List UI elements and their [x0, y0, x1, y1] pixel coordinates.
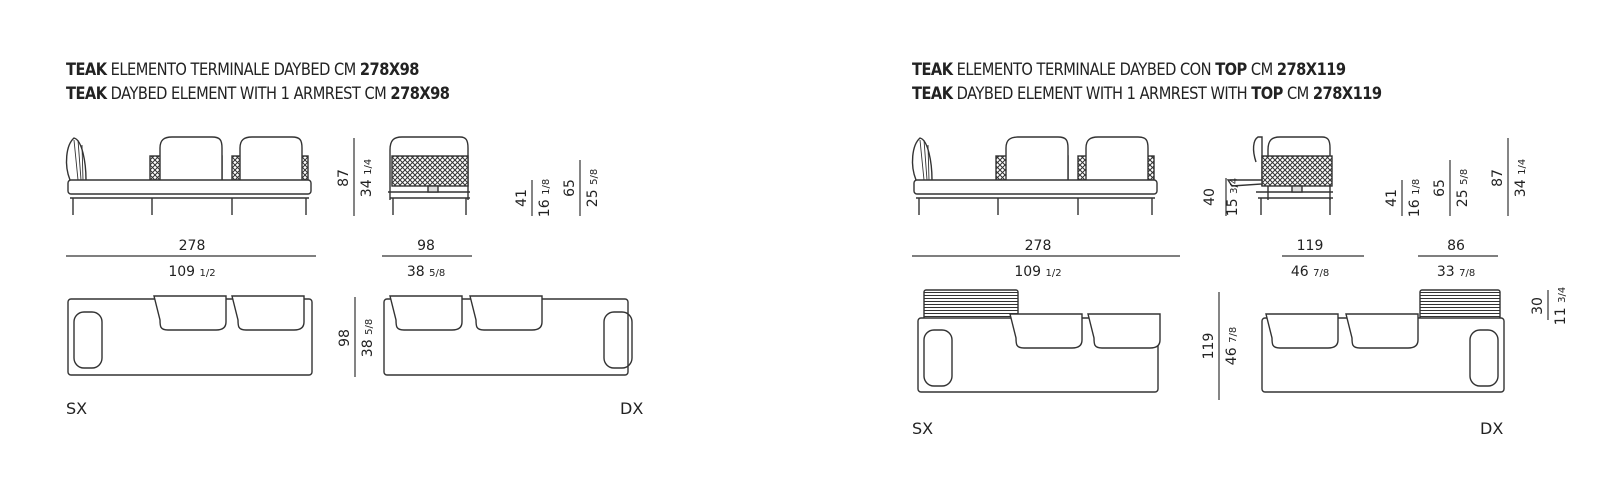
left-seat-height-in: 16 1/8	[537, 179, 553, 217]
right-plan-depth-in: 46 7/8	[1224, 327, 1240, 365]
right-arm-height-cm: 65	[1432, 179, 1448, 197]
right-seat-depth-in: 33 7/8	[1437, 264, 1475, 280]
right-sx-label: SX	[912, 419, 933, 438]
right-front-width-cm: 278	[1025, 238, 1052, 254]
right-front-elevation	[911, 136, 1158, 215]
right-seat-height-cm: 41	[1384, 189, 1400, 207]
right-side-elevation	[1226, 136, 1333, 215]
left-front-width-cm: 278	[179, 238, 206, 254]
left-side-depth-cm: 98	[417, 238, 435, 254]
left-side-elevation	[388, 136, 470, 215]
left-front-width-in: 109 1/2	[168, 264, 215, 280]
left-plan-dx	[383, 295, 633, 376]
right-plan-sx	[917, 289, 1161, 393]
left-front-elevation	[65, 136, 312, 215]
left-arm-height-in: 25 5/8	[585, 169, 601, 207]
right-total-height-in: 34 1/4	[1513, 159, 1529, 197]
right-title-english: TEAK DAYBED ELEMENT WITH 1 ARMREST WITH …	[912, 84, 1382, 104]
right-front-top-height-cm: 40	[1202, 188, 1218, 206]
right-seat-depth-cm: 86	[1447, 238, 1465, 254]
left-title-italian: TEAK ELEMENTO TERMINALE DAYBED CM 278X98	[66, 60, 419, 80]
left-seat-height-cm: 41	[514, 189, 530, 207]
right-side-depth-in: 46 7/8	[1291, 264, 1329, 280]
left-side-depth-in: 38 5/8	[407, 264, 445, 280]
right-plan-depth-cm: 119	[1201, 333, 1217, 360]
left-sx-label: SX	[66, 399, 87, 418]
left-front-height-cm: 87	[336, 169, 352, 187]
right-dx-label: DX	[1480, 419, 1503, 438]
left-plan-depth-in: 38 5/8	[360, 319, 376, 357]
right-arm-height-in: 25 5/8	[1455, 169, 1471, 207]
right-plan-dx	[1261, 289, 1505, 393]
left-title-english: TEAK DAYBED ELEMENT WITH 1 ARMREST CM 27…	[66, 84, 450, 104]
right-plan-top-in: 11 3/4	[1553, 287, 1569, 325]
right-side-depth-cm: 119	[1297, 238, 1324, 254]
left-plan-sx	[67, 295, 313, 376]
right-title-italian: TEAK ELEMENTO TERMINALE DAYBED CON TOP C…	[912, 60, 1346, 80]
right-heading: TEAK ELEMENTO TERMINALE DAYBED CON TOP C…	[912, 58, 1382, 106]
right-plan-top-cm: 30	[1530, 297, 1546, 315]
left-heading: TEAK ELEMENTO TERMINALE DAYBED CM 278X98…	[66, 58, 450, 106]
right-front-top-height-in: 15 3/4	[1225, 178, 1241, 216]
right-front-width-in: 109 1/2	[1014, 264, 1061, 280]
dimension-lines	[66, 138, 1549, 400]
right-seat-height-in: 16 1/8	[1407, 179, 1423, 217]
left-front-height-in: 34 1/4	[359, 159, 375, 197]
left-arm-height-cm: 65	[562, 179, 578, 197]
right-total-height-cm: 87	[1490, 169, 1506, 187]
left-dx-label: DX	[620, 399, 643, 418]
left-plan-depth-cm: 98	[337, 329, 353, 347]
